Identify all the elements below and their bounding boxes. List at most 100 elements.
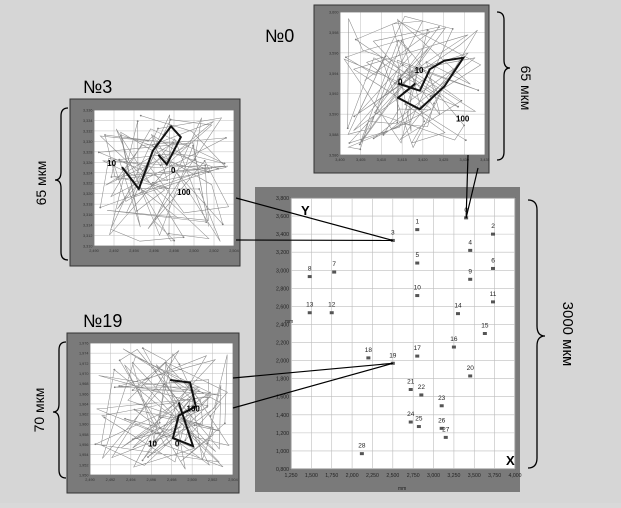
inset-x-tick: 2,498 (167, 478, 177, 482)
point-label-8: 8 (308, 266, 312, 273)
point-13 (308, 311, 312, 314)
inset-trace-label: 100 (456, 115, 470, 124)
inset-y-tick: 1,958 (79, 433, 89, 437)
point-24 (409, 421, 413, 424)
inset-x-tick: 2,492 (109, 249, 119, 253)
point-label-15: 15 (481, 323, 489, 330)
inset-x-tick: 2,502 (209, 249, 219, 253)
inset-y-tick: 3,318 (83, 203, 93, 207)
point-23 (440, 404, 444, 407)
point-label-20: 20 (467, 365, 475, 372)
point-8 (308, 275, 312, 278)
point-12 (330, 311, 334, 314)
point-label-3: 3 (391, 229, 395, 236)
point-label-22: 22 (418, 384, 426, 391)
point-label-18: 18 (365, 347, 373, 354)
inset-y-tick: 3,310 (83, 245, 93, 249)
point-2 (491, 233, 495, 236)
point-label-26: 26 (438, 417, 446, 424)
inset-y-tick: 1,962 (79, 413, 89, 417)
point-label-19: 19 (389, 352, 397, 359)
x-tick-label: 4,000 (509, 473, 522, 479)
y-tick-label: 2,000 (276, 359, 289, 365)
x-tick-label: 1,750 (325, 473, 338, 479)
inset-y-tick: 3,328 (83, 150, 93, 154)
inset-x-tick: 2,492 (106, 478, 116, 482)
x-axis-unit: mm (398, 486, 406, 492)
point-18 (366, 356, 370, 359)
inset-y-tick: 3,312 (83, 234, 93, 238)
point-label-1: 1 (415, 219, 419, 226)
point-label-5: 5 (415, 252, 419, 259)
label-n3: №3 (83, 77, 112, 97)
inset-y-tick: 3,596 (329, 51, 339, 55)
point-20 (468, 374, 472, 377)
dim-n3: 65 мкм (33, 161, 49, 206)
inset-y-tick: 3,314 (83, 224, 93, 228)
inset-x-tick: 2,504 (228, 478, 238, 482)
y-tick-label: 0,800 (276, 467, 289, 473)
point-label-25: 25 (415, 416, 423, 423)
point-label-6: 6 (491, 257, 495, 264)
point-label-23: 23 (438, 395, 446, 402)
inset-x-tick: 2,496 (149, 249, 159, 253)
inset-x-tick: 3,425 (439, 158, 449, 162)
inset-y-tick: 3,320 (83, 192, 93, 196)
x-tick-label: 2,000 (346, 473, 359, 479)
x-tick-label: 3,500 (468, 473, 481, 479)
x-tick-label: 2,250 (366, 473, 379, 479)
point-15 (483, 332, 487, 335)
inset-trace-label: 100 (187, 404, 201, 413)
point-4 (468, 249, 472, 252)
inset-y-tick: 3,336 (83, 109, 93, 113)
inset-y-tick: 1,968 (79, 382, 89, 386)
point-17 (415, 355, 419, 358)
y-tick-label: 2,800 (276, 286, 289, 292)
point-27 (444, 436, 448, 439)
dim-n19: 70 мкм (31, 388, 47, 433)
inset-trace-label: 10 (148, 440, 157, 449)
inset-x-tick: 3,400 (335, 158, 345, 162)
point-label-13: 13 (306, 302, 314, 309)
dim-n0: 65 мкм (518, 66, 534, 111)
inset-y-tick: 3,590 (329, 113, 339, 117)
inset-x-tick: 3,420 (418, 158, 428, 162)
inset-y-tick: 3,334 (83, 119, 93, 123)
point-label-17: 17 (414, 345, 422, 352)
x-tick-label: 3,250 (447, 473, 460, 479)
inset-y-tick: 3,586 (329, 154, 339, 158)
inset-y-tick: 1,976 (79, 342, 89, 346)
label-n0: №0 (265, 26, 294, 46)
point-label-12: 12 (328, 302, 336, 309)
x-axis-label: X (506, 453, 515, 468)
inset-trace-label: 10 (107, 159, 116, 168)
inset-n0-plot (340, 12, 485, 155)
point-1 (415, 228, 419, 231)
point-label-2: 2 (491, 223, 495, 230)
y-tick-label: 3,400 (276, 232, 289, 238)
point-5 (415, 262, 419, 265)
inset-y-tick: 1,970 (79, 372, 89, 376)
inset-trace-label: 0 (171, 166, 176, 175)
dim-main: 3000 мкм (559, 302, 576, 367)
inset-y-tick: 1,956 (79, 443, 89, 447)
point-label-7: 7 (332, 261, 336, 268)
inset-x-tick: 3,410 (377, 158, 387, 162)
x-tick-label: 1,250 (285, 473, 298, 479)
point-7 (332, 271, 336, 274)
y-tick-label: 1,000 (276, 449, 289, 455)
point-21 (409, 388, 413, 391)
inset-trace-label: 0 (398, 77, 403, 86)
point-label-27: 27 (442, 426, 450, 433)
inset-y-tick: 3,588 (329, 133, 339, 137)
inset-trace-label: 0 (175, 440, 180, 449)
y-tick-label: 2,200 (276, 341, 289, 347)
inset-x-tick: 2,504 (229, 249, 239, 253)
inset-x-tick: 2,502 (208, 478, 218, 482)
point-9 (468, 278, 472, 281)
inset-y-tick: 1,960 (79, 423, 89, 427)
inset-y-tick: 3,316 (83, 213, 93, 217)
inset-x-tick: 3,405 (356, 158, 366, 162)
